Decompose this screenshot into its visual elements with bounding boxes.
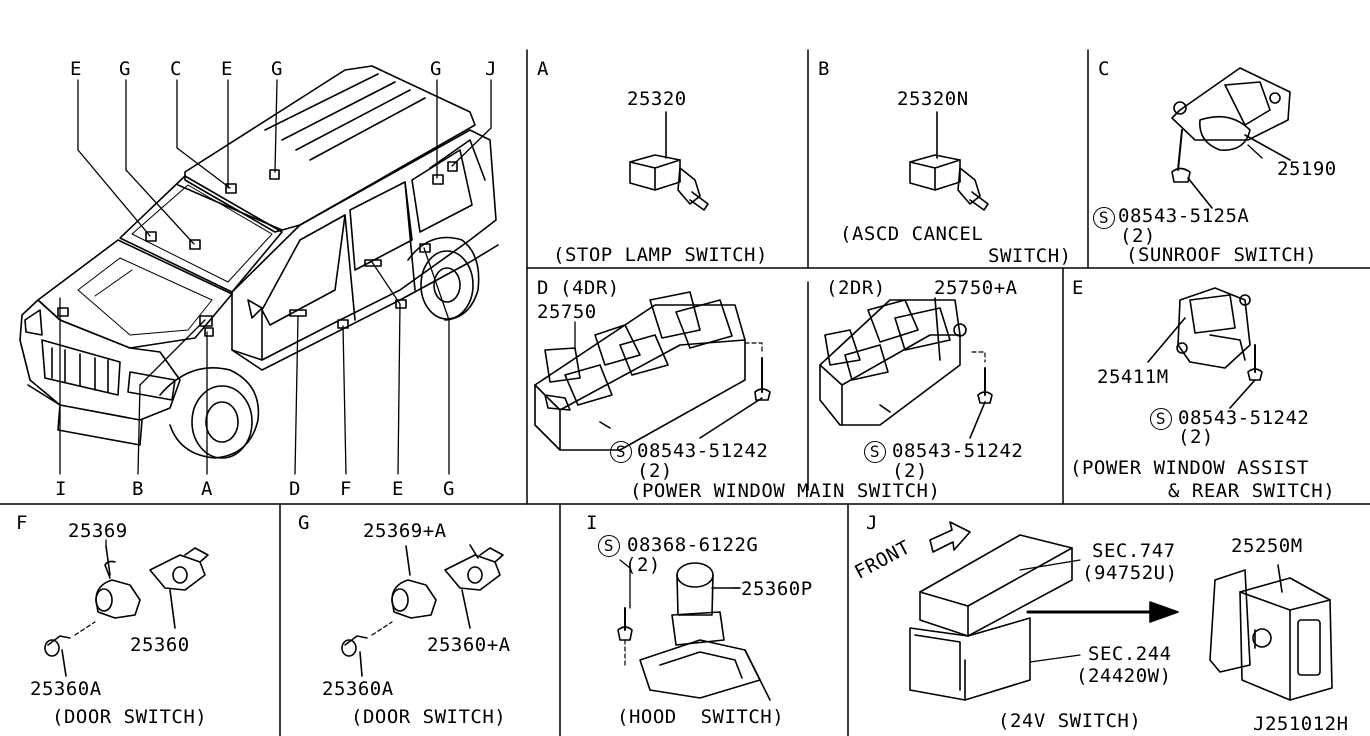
panel-d-part-4dr: 25750 xyxy=(537,301,597,323)
panel-i-part-number: 25360P xyxy=(741,578,813,600)
vehicle-callout-f: F xyxy=(340,478,352,500)
panel-j-letter: J xyxy=(866,512,878,534)
panel-c-screw-number: 08543-5125A xyxy=(1118,205,1250,227)
panel-b-caption-line1: (ASCD CANCEL xyxy=(840,223,984,245)
power-window-assist-switch-drawing xyxy=(1147,287,1263,409)
panel-b-caption-line2: SWITCH) xyxy=(988,245,1072,267)
panel-borders xyxy=(0,49,1370,736)
panel-b-letter: B xyxy=(818,58,830,80)
panel-e-screw-number: 08543-51242 xyxy=(1178,407,1310,429)
panel-d-s-symbol-2dr: S xyxy=(864,441,886,463)
panel-g-part-25360a: 25360A xyxy=(322,678,394,700)
panel-d-variant-4dr: (4DR) xyxy=(560,277,620,299)
stop-lamp-switch-drawing xyxy=(629,111,709,211)
panel-f-letter: F xyxy=(16,512,28,534)
vehicle-callout-g1: G xyxy=(119,58,131,80)
panel-c-letter: C xyxy=(1098,58,1110,80)
panel-d-qty-4dr: (2) xyxy=(637,460,673,482)
vehicle-drawing xyxy=(19,65,499,459)
panel-i-letter: I xyxy=(586,512,598,534)
panel-g-letter: G xyxy=(298,512,310,534)
panel-j-part-number: 25250M xyxy=(1231,535,1303,557)
panel-d-qty-2dr: (2) xyxy=(892,460,928,482)
panel-i-screw-number: 08368-6122G xyxy=(627,534,759,556)
part-leaders xyxy=(105,144,1263,589)
panel-d-screw-2dr: 08543-51242 xyxy=(892,440,1024,462)
panel-d-s-symbol-4dr: S xyxy=(610,441,632,463)
vehicle-callout-a: A xyxy=(201,478,213,500)
vehicle-callout-g3: G xyxy=(430,58,442,80)
panel-g-part-25360a-plus: 25360+A xyxy=(427,634,511,656)
vehicle-callout-e1: E xyxy=(70,58,82,80)
door-switch-g-drawing xyxy=(341,544,504,677)
panel-c-s-symbol: S xyxy=(1093,207,1115,229)
vehicle-callout-g4: G xyxy=(443,478,455,500)
panel-g-part-25369a: 25369+A xyxy=(363,520,447,542)
panel-b-part-number: 25320N xyxy=(897,88,969,110)
panel-j-sec-244: SEC.244 xyxy=(1088,643,1172,665)
panel-j-sec-244-sub: (24420W) xyxy=(1076,665,1172,687)
panel-d-part-2dr: 25750+A xyxy=(934,277,1018,299)
sunroof-switch-drawing xyxy=(1171,67,1291,209)
panel-j-caption: (24V SWITCH) xyxy=(998,710,1142,732)
panel-e-screw-qty: (2) xyxy=(1178,426,1214,448)
panel-a-caption: (STOP LAMP SWITCH) xyxy=(553,244,768,266)
panel-e-letter: E xyxy=(1072,277,1084,299)
panel-f-part-25360a: 25360A xyxy=(30,678,102,700)
vehicle-callout-e2: E xyxy=(221,58,233,80)
panel-e-caption-line1: (POWER WINDOW ASSIST xyxy=(1070,457,1309,479)
vehicle-leaders xyxy=(59,79,492,475)
panel-e-s-symbol: S xyxy=(1150,408,1172,430)
panel-i-screw-qty: (2) xyxy=(625,554,661,576)
panel-f-part-25360: 25360 xyxy=(130,634,190,656)
panel-c-screw-qty: (2) xyxy=(1120,225,1156,247)
panel-d-variant-2dr: (2DR) xyxy=(826,277,886,299)
power-window-main-switch-2dr-drawing xyxy=(819,297,993,439)
panel-c-part-number: 25190 xyxy=(1277,158,1337,180)
24v-switch-drawing xyxy=(909,521,1333,701)
panel-f-part-25369: 25369 xyxy=(68,520,128,542)
panel-j-sec-747: SEC.747 xyxy=(1092,540,1176,562)
panel-e-caption-line2: & REAR SWITCH) xyxy=(1168,480,1336,502)
panel-i-caption: (HOOD SWITCH) xyxy=(617,706,785,728)
panel-j-sec-747-sub: (94752U) xyxy=(1082,562,1178,584)
panel-c-caption: (SUNROOF SWITCH) xyxy=(1126,244,1318,266)
panel-g-caption: (DOOR SWITCH) xyxy=(351,706,507,728)
vehicle-callout-b: B xyxy=(132,478,144,500)
vehicle-callout-i: I xyxy=(55,478,67,500)
diagram-id: J251012H xyxy=(1253,713,1349,735)
panel-d-screw-4dr: 08543-51242 xyxy=(637,440,769,462)
vehicle-callout-j: J xyxy=(485,58,497,80)
panel-a-part-number: 25320 xyxy=(627,88,687,110)
ascd-cancel-switch-drawing xyxy=(909,111,989,211)
vehicle-callout-g2: G xyxy=(271,58,283,80)
panel-d-caption: (POWER WINDOW MAIN SWITCH) xyxy=(630,480,941,502)
panel-i-s-symbol: S xyxy=(598,535,620,557)
vehicle-callout-e3: E xyxy=(392,478,404,500)
power-window-main-switch-4dr-drawing xyxy=(534,291,771,451)
panel-a-letter: A xyxy=(537,58,549,80)
panel-e-part-number: 25411M xyxy=(1097,366,1169,388)
vehicle-callout-d: D xyxy=(289,478,301,500)
vehicle-callout-c: C xyxy=(170,58,182,80)
panel-f-caption: (DOOR SWITCH) xyxy=(52,706,208,728)
panel-d-letter: D xyxy=(537,277,549,299)
door-switch-f-drawing xyxy=(44,545,209,677)
